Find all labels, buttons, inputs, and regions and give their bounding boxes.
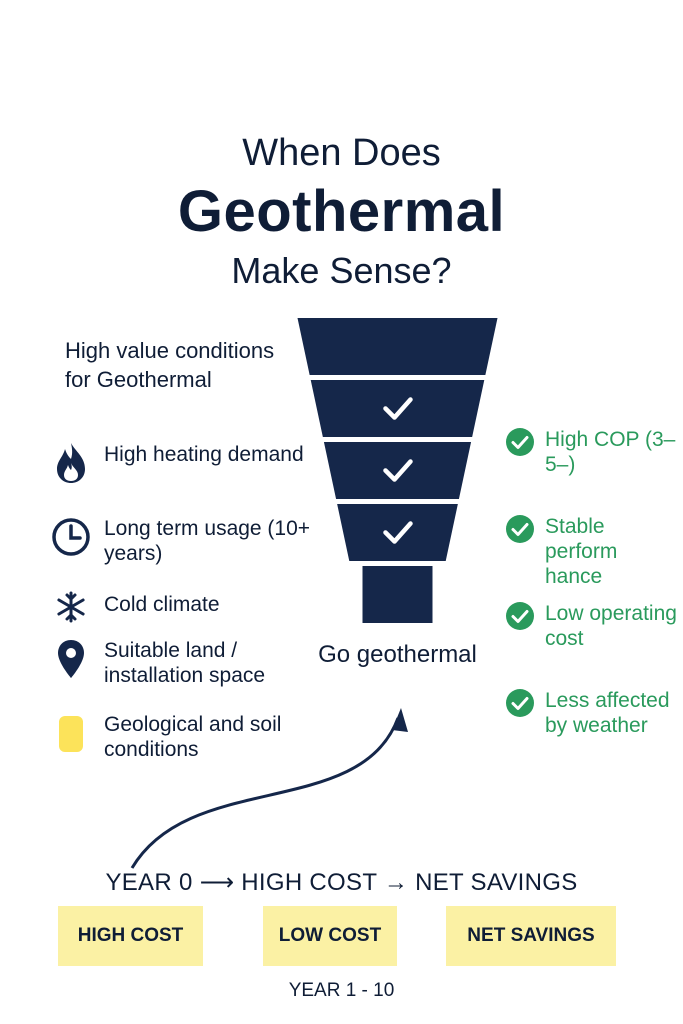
cost-box-low: LOW COST [263,906,397,966]
condition-item-geology: Geological and soil conditions [50,712,314,762]
condition-item-climate: Cold climate [50,586,314,628]
check-icon [383,521,413,544]
curved-arrow [130,708,408,869]
cost-box-high: HIGH COST [58,906,203,966]
condition-label: High heating demand [104,443,304,466]
condition-label: Long term usage (10+ years) [104,517,311,565]
title-line-3: Make Sense? [231,250,452,291]
benefit-item-cop: High COP (3–5–) [505,427,680,477]
condition-item-long-term: Long term usage (10+ years) [50,516,314,566]
condition-label: Suitable land / installation space [104,639,266,687]
condition-item-land: Suitable land / installation space [50,638,314,688]
benefit-item-weather: Less affected by weather [505,688,680,738]
clock-icon [50,516,92,558]
funnel-segment [297,318,498,375]
benefit-label: Stable perform hance [545,515,618,588]
funnel-segment [323,442,472,499]
benefit-label: Less affected by weather [545,689,670,737]
condition-item-heating: High heating demand [50,442,314,484]
funnel-segment [337,504,458,561]
flame-icon [50,442,92,484]
benefit-item-performance: Stable perform hance [505,514,680,589]
soil-block-icon [50,712,92,754]
check-circle-icon [506,602,534,630]
condition-label: Cold climate [104,593,220,616]
check-icon [383,459,413,482]
cost-box-savings: NET SAVINGS [446,906,616,966]
year-range-label: YEAR 1 - 10 [288,980,395,1001]
conditions-heading: High value conditions for Geothermal [65,338,275,392]
decision-funnel [297,318,498,623]
check-icon [383,397,413,420]
location-pin-icon [50,638,92,680]
benefit-label: Low operating cost [545,602,677,650]
check-circle-icon [506,689,534,717]
funnel-segment [310,380,485,437]
funnel-segment [362,566,433,623]
title-line-1: When Does [242,132,441,174]
snowflake-icon [50,586,92,628]
check-circle-icon [506,428,534,456]
condition-label: Geological and soil conditions [104,713,282,761]
benefit-label: High COP (3–5–) [545,428,676,476]
funnel-result-label: Go geothermal [318,641,477,668]
check-circle-icon [506,515,534,543]
timeline-sequence: YEAR 0 ⟶ HIGH COST → NET SAVINGS [105,869,578,896]
title-line-2: Geothermal [177,179,506,244]
benefit-item-cost: Low operating cost [505,601,680,651]
